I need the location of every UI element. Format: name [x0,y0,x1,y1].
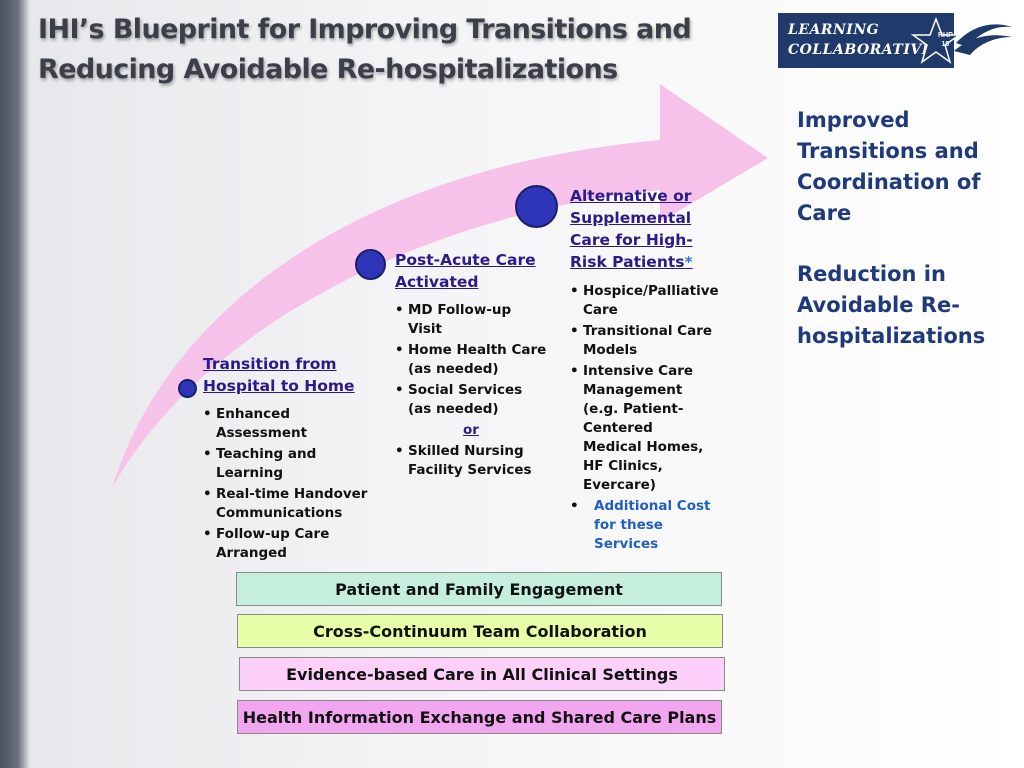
stage-2-title: Post-Acute Care Activated [395,251,536,291]
stage-3-marker [515,185,558,228]
band-cross-continuum-collaboration: Cross-Continuum Team Collaboration [237,614,723,648]
or-divider: or [463,422,479,438]
learning-collaborative-logo: LEARNING COLLABORATIVE RHP 10 [778,13,1014,68]
band-patient-family-engagement: Patient and Family Engagement [236,572,722,606]
outcome-improved-transitions: Improved Transitions and Coordination of… [797,108,981,225]
list-item: Hospice/Palliative Care [570,282,719,320]
stage-2-marker [355,249,386,280]
logo-badge-top: RHP [938,32,953,39]
stage-1-list: Enhanced Assessment Teaching and Learnin… [203,405,373,565]
list-item: Enhanced Assessment [203,405,373,443]
star-wave-icon [910,16,1012,64]
list-item: Intensive Care Management (e.g. Patient-… [570,362,712,495]
stage-1-marker [178,379,197,398]
outcome-reduction-rehospitalizations: Reduction in Avoidable Re-hospitalizatio… [797,262,986,348]
list-item: Transitional Care Models [570,322,712,360]
stage-1-title: Transition from Hospital to Home [203,355,355,395]
stage-3-title-text: Alternative or Supplemental Care for Hig… [570,187,693,271]
additional-cost-note: Additional Cost for these Services [570,497,712,554]
band-evidence-based-care: Evidence-based Care in All Clinical Sett… [239,657,725,691]
curved-arrow-shape [112,84,768,488]
logo-badge: RHP 10 [938,31,953,49]
stage-3-title: Alternative or Supplemental Care for Hig… [570,185,705,273]
list-item: Real-time Handover Communications [203,485,373,523]
stage-2-list: MD Follow-up Visit Home Health Care (as … [395,301,547,482]
asterisk-mark: * [684,253,693,271]
list-item: Social Services (as needed) [395,381,547,419]
slide-title: IHI’s Blueprint for Improving Transition… [38,14,692,85]
list-item: Follow-up Care Arranged [203,525,373,563]
logo-line-2: COLLABORATIVE [788,42,933,58]
band-health-information-exchange: Health Information Exchange and Shared C… [237,700,722,734]
logo-badge-bottom: 10 [941,41,950,48]
list-item: Skilled Nursing Facility Services [395,442,547,480]
stage-3-list: Hospice/Palliative Care Transitional Car… [570,282,719,556]
logo-line-1: LEARNING [788,22,880,38]
outcomes-panel: Improved Transitions and Coordination of… [797,105,997,382]
list-item: Home Health Care (as needed) [395,341,547,379]
list-item: Teaching and Learning [203,445,373,483]
list-item: MD Follow-up Visit [395,301,547,339]
